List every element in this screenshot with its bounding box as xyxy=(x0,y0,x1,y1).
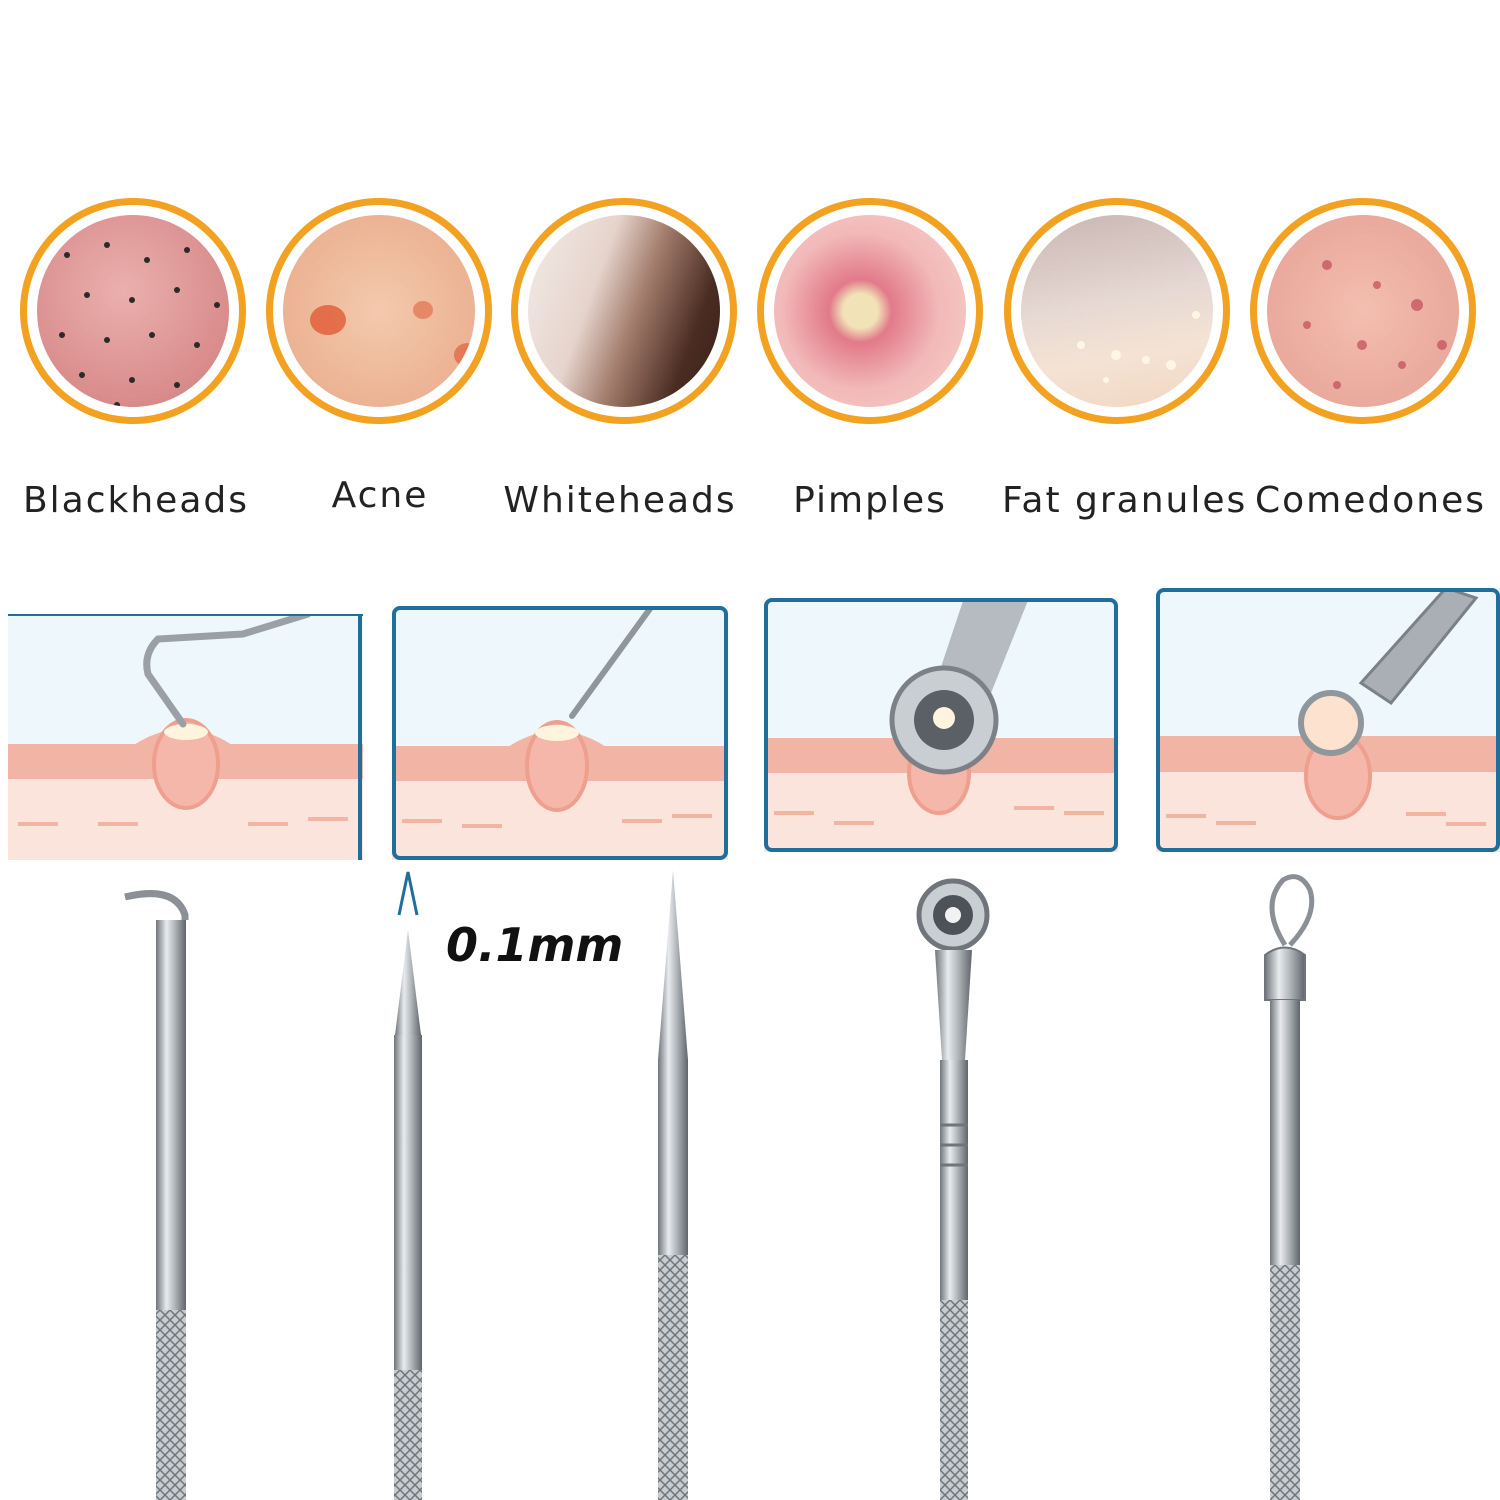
spoon-tool xyxy=(916,878,990,1500)
label-acne: Acne xyxy=(331,475,429,516)
blackheads-dots xyxy=(59,242,220,407)
acne-photo xyxy=(266,198,492,424)
extractor-tools xyxy=(124,870,1315,1500)
loop-tool xyxy=(1264,874,1315,1500)
label-fat-granules: Fat granules xyxy=(1002,480,1248,521)
usage-panel-loop xyxy=(1156,588,1500,852)
acne-spots xyxy=(310,301,475,367)
needle-tool xyxy=(658,870,688,1500)
hook-tool xyxy=(124,890,189,1500)
usage-panel-hook xyxy=(8,614,363,860)
needle-tip-size-label: 0.1mm xyxy=(446,918,624,972)
pimples-photo xyxy=(757,198,983,424)
label-whiteheads: Whiteheads xyxy=(503,480,737,521)
usage-panel-spoon xyxy=(764,598,1118,852)
blackheads-photo xyxy=(20,198,246,424)
comedones-spots xyxy=(1303,260,1447,389)
comedones-photo xyxy=(1250,198,1476,424)
label-comedones: Comedones xyxy=(1255,480,1486,521)
whiteheads-photo xyxy=(511,198,737,424)
fat-granules-dots xyxy=(1077,311,1200,383)
fat-granules-photo xyxy=(1004,198,1230,424)
fine-needle-tool xyxy=(394,871,422,1500)
usage-panel-needle xyxy=(392,606,728,860)
label-blackheads: Blackheads xyxy=(22,480,250,521)
label-pimples: Pimples xyxy=(793,480,947,521)
